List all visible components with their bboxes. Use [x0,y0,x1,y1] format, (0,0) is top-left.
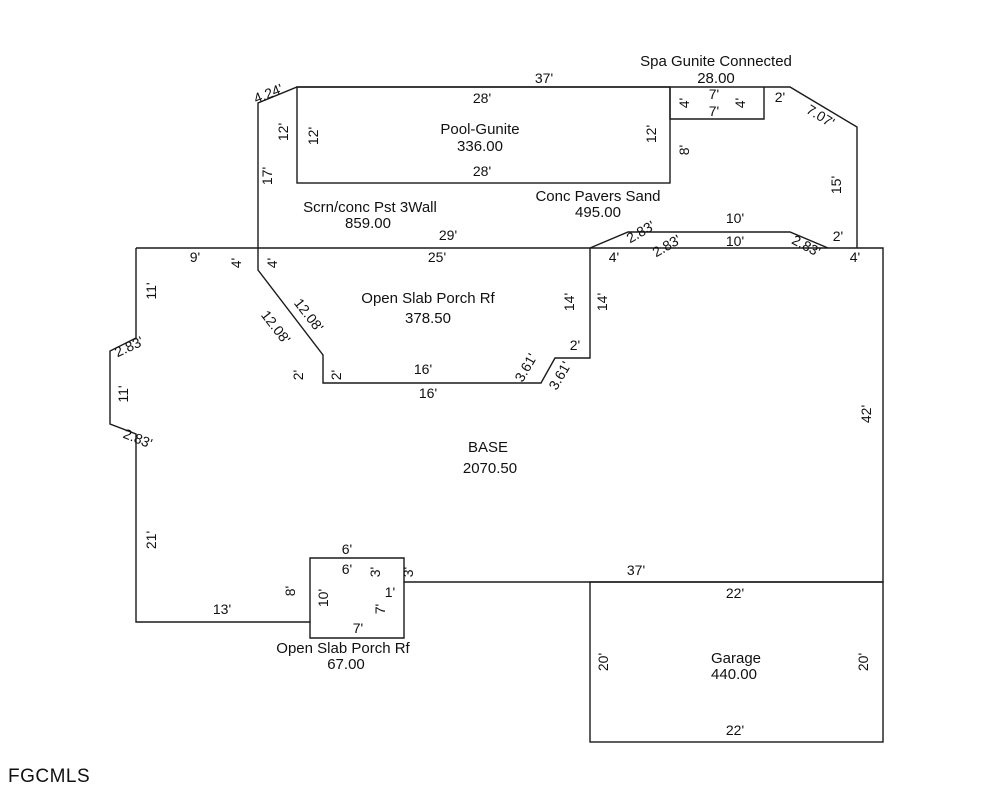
dim-10-b: 10' [726,233,744,249]
dim-2-83-left-1: 2.83' [112,333,146,360]
dim-2-porch-left-1: 2' [290,370,306,380]
dim-20-left: 20' [595,653,611,671]
rear-porch-name: Open Slab Porch Rf [361,290,495,307]
dim-3-61-b: 3.61' [545,359,574,393]
dim-7-spa-a: 7' [709,86,719,102]
dim-2-83-b: 2.83' [650,231,684,260]
dim-37-top: 37' [535,70,553,86]
dim-25: 25' [428,249,446,265]
dim-2-porch-left-2: 2' [328,370,344,380]
dim-4-c: 4' [609,249,619,265]
front-porch-name: Open Slab Porch Rf [276,640,410,657]
dim-4-24: 4.24' [251,80,285,106]
front-porch-area: 67.00 [327,656,365,673]
garage-area: 440.00 [711,666,757,683]
dim-42: 42' [858,405,874,423]
dim-16-b: 16' [419,385,437,401]
dim-7-porch-b: 7' [353,620,363,636]
dim-7-spa-b: 7' [709,103,719,119]
pavers-area: 495.00 [575,204,621,221]
dim-4-spa-right: 4' [732,98,748,108]
dim-10-porch: 10' [315,589,331,607]
dim-1: 1' [385,584,395,600]
dim-12-b: 12' [305,127,321,145]
dim-21: 21' [143,531,159,549]
spa-outline [669,87,765,120]
dim-2-porch-right: 2' [570,337,580,353]
dim-11-a: 11' [143,282,159,299]
dim-10-a: 10' [726,210,744,226]
watermark-text: FGCMLS [8,766,91,787]
dim-14-b: 14' [594,293,610,311]
dim-8-porch: 8' [282,586,298,596]
dim-22-bottom: 22' [726,722,744,738]
dim-12-c: 12' [643,125,659,143]
dim-11-b: 11' [115,385,131,402]
spa-name: Spa Gunite Connected [640,53,792,70]
dim-12-08-a: 12.08' [291,295,327,335]
dim-4-spa-left: 4' [676,98,692,108]
pool-area: 336.00 [457,138,503,155]
dim-22-top: 22' [726,585,744,601]
garage-outline [589,581,884,743]
rear-porch-area: 378.50 [405,310,451,327]
screen-area: 859.00 [345,215,391,232]
dim-2-83-c: 2.83' [789,231,823,259]
pool-outline [296,86,671,184]
dim-2-right: 2' [833,228,843,244]
dim-4-a: 4' [228,258,244,268]
dim-28-pool-top: 28' [473,90,491,106]
dim-2-spa: 2' [775,89,785,105]
dim-3-a: 3' [367,567,383,577]
dimension-labels: 4.24' 37' 28' 28' 12' 12' 12' 17' 8' 4' … [112,70,874,738]
dim-2-83-a: 2.83' [624,217,658,246]
screen-name: Scrn/conc Pst 3Wall [303,199,437,216]
dim-8-right: 8' [676,145,692,155]
base-outline [109,247,884,623]
pool-name: Pool-Gunite [440,121,519,138]
dim-12-08-b: 12.08' [258,307,294,347]
dim-3-61-a: 3.61' [511,351,540,385]
dim-2-83-left-2: 2.83' [121,425,155,451]
dim-37-bottom: 37' [627,562,645,578]
dim-29: 29' [439,227,457,243]
base-area: 2070.50 [463,460,517,477]
garage-name: Garage [711,650,761,667]
dim-28-pool-bottom: 28' [473,163,491,179]
pavers-boundary [589,231,829,249]
dim-14-a: 14' [561,293,577,311]
dim-17: 17' [259,167,275,185]
dim-4-b: 4' [264,258,280,268]
pavers-name: Conc Pavers Sand [535,188,660,205]
dim-16-a: 16' [414,361,432,377]
sketch-outlines [109,86,884,743]
dim-12-a: 12' [275,123,291,141]
front-porch-outline [309,582,405,639]
dim-9: 9' [190,249,200,265]
dim-6-a: 6' [342,541,352,557]
area-labels: Spa Gunite Connected 28.00 Pool-Gunite 3… [276,53,792,683]
dim-7-porch-a: 7' [372,604,388,614]
spa-area: 28.00 [697,70,735,87]
dim-4-right: 4' [850,249,860,265]
base-name: BASE [468,439,508,456]
dim-7-07: 7.07' [804,101,838,130]
dim-13: 13' [213,601,231,617]
rear-porch-outline [257,248,591,384]
dim-20-right: 20' [855,653,871,671]
dim-3-b: 3' [400,567,416,577]
dim-6-b: 6' [342,561,352,577]
dim-15: 15' [828,176,844,194]
